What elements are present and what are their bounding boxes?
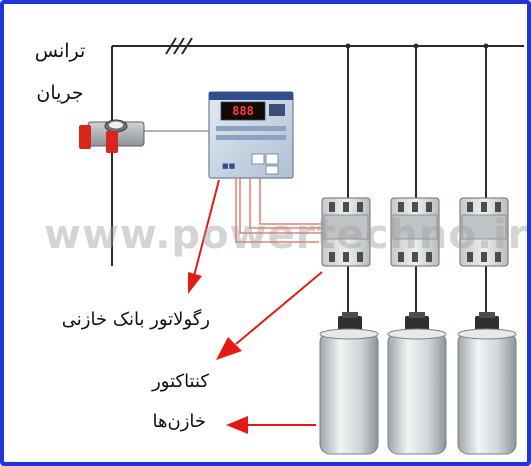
label-regulator: رگولاتور بانک خازنی [61,309,210,330]
contactor-icon [390,197,440,267]
arrow-contactor [216,271,323,360]
capacitor-icon [457,312,517,455]
label-contactor: کنتاکتور [152,371,209,392]
contactor-icon [459,197,509,267]
label-current-transformer-line1: ترانس [34,40,86,62]
current-transformer-icon [79,119,145,153]
regulator-display: 888 [232,104,254,118]
branch-wires [347,46,487,320]
triple-slash-icon [165,37,193,55]
arrow-capacitors [226,416,316,434]
label-current-transformer-line2: جریان [36,82,84,104]
label-capacitors: خازن‌ها [152,411,207,432]
control-wires [235,178,324,243]
capacitor-icon [319,312,379,455]
capacitor-icon [387,312,447,455]
arrow-regulator [188,179,220,294]
wiring-diagram: ■■ [79,37,524,455]
svg-text:■■: ■■ [222,162,235,170]
power-factor-regulator-icon: ■■ [208,91,294,179]
watermark: www.powertechno.ir [44,212,529,258]
contactor-icon [321,197,371,267]
